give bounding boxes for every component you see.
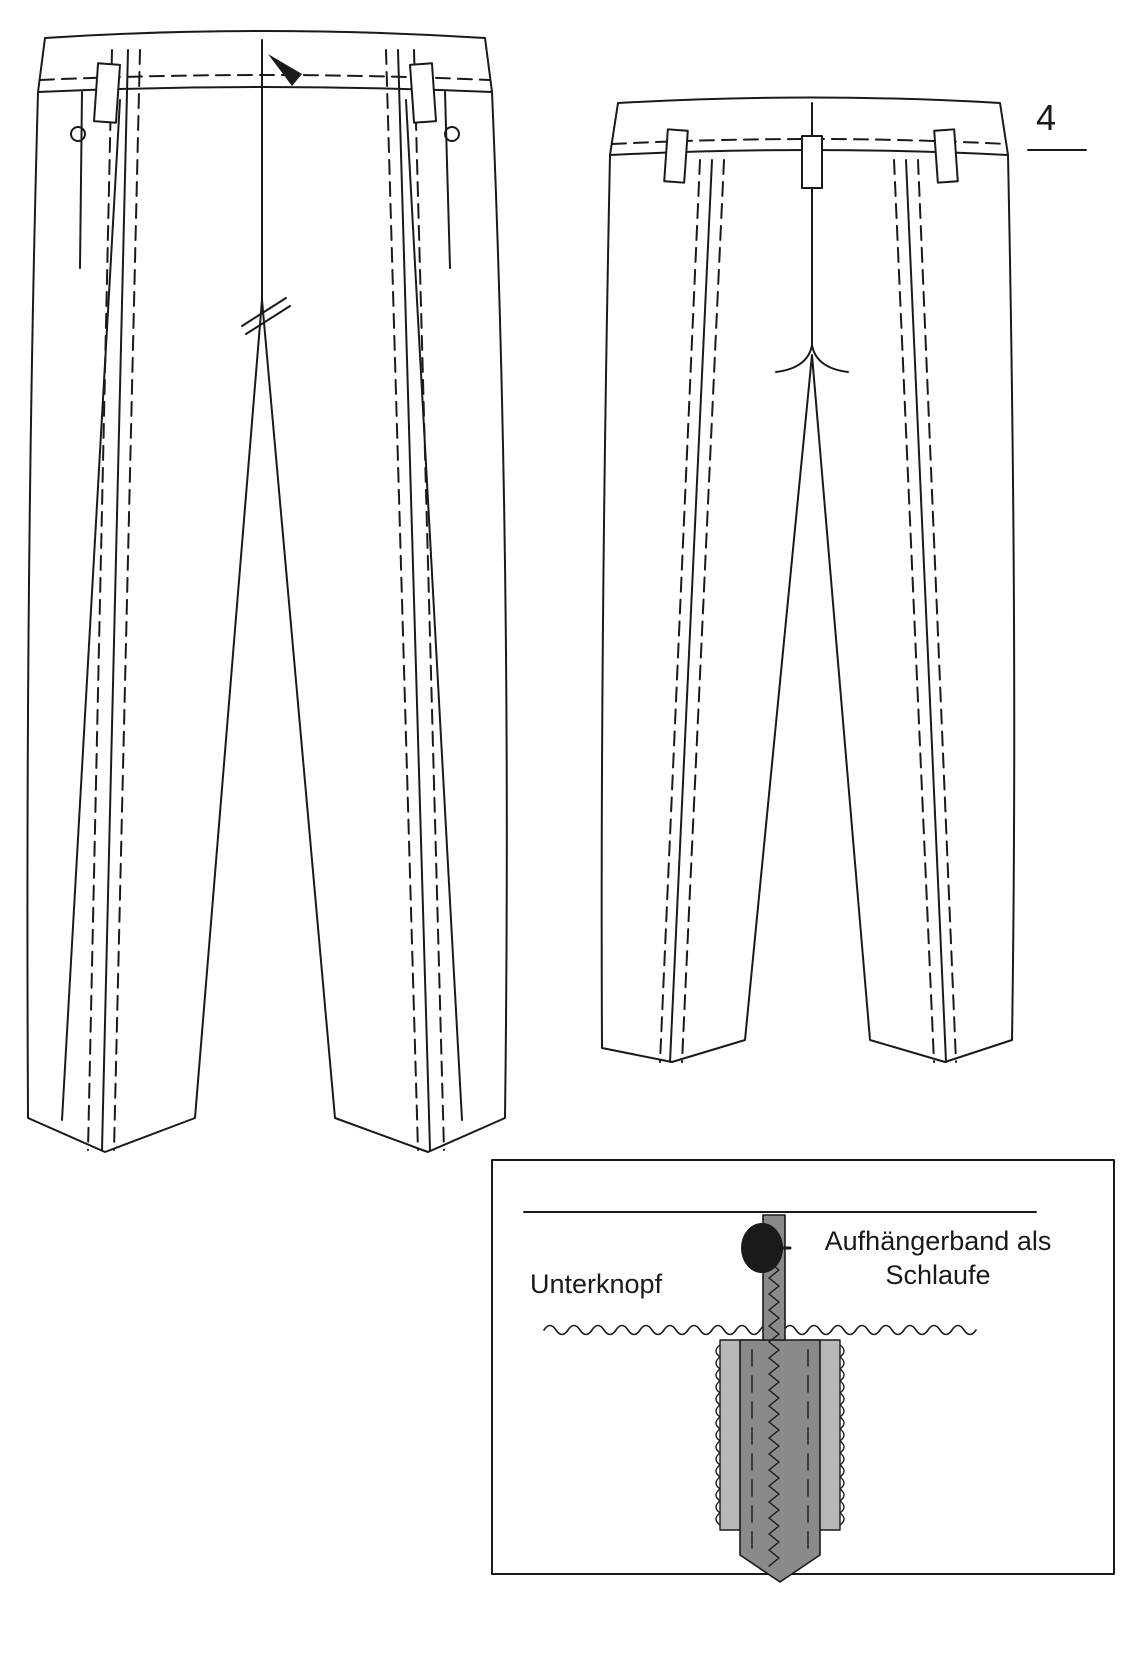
front-crease-right <box>397 49 431 1151</box>
front-pocket-mark-left <box>79 91 83 269</box>
front-button-left-icon <box>70 126 86 142</box>
detail-box: Unterknopf Aufhängerband als Schlaufe <box>491 1159 1115 1583</box>
front-belt-loop-right <box>409 62 437 124</box>
front-crease-right-stitch-a <box>385 49 419 1151</box>
detail-seam-strip <box>739 1339 821 1583</box>
front-crease-right-stitch-b <box>413 49 445 1151</box>
front-crease-left-stitch-b <box>87 49 113 1151</box>
back-outline <box>600 154 1016 1063</box>
front-belt-loop-left <box>93 62 121 124</box>
back-belt-loop-right <box>933 128 959 184</box>
detail-label-loop-line2: Schlaufe <box>885 1260 990 1290</box>
front-pocket-mark-right <box>444 91 451 269</box>
front-crease-left-line-b <box>61 99 121 1121</box>
back-crease-left-stitch <box>681 159 725 1063</box>
detail-zigzag-stitch <box>768 1229 780 1567</box>
detail-label-button: Unterknopf <box>530 1269 663 1299</box>
back-crease-right-stitch-b <box>917 159 957 1063</box>
back-belt-loop-centre <box>801 135 823 189</box>
detail-overlock-right <box>839 1344 845 1526</box>
back-crease-left-stitch-b <box>659 159 701 1063</box>
trousers-front-view <box>26 30 508 1153</box>
front-notch <box>268 54 302 86</box>
detail-overlock-hem <box>543 1324 977 1336</box>
detail-label-loop-line1: Aufhängerband als <box>825 1226 1052 1256</box>
step-number: 4 <box>1036 97 1056 138</box>
back-crease-right <box>905 159 947 1063</box>
back-belt-loop-left <box>663 128 689 184</box>
back-crease-left <box>669 159 713 1063</box>
front-button-right-icon <box>444 126 460 142</box>
back-seat-curve <box>775 344 849 373</box>
front-crease-left-stitch-a <box>113 49 141 1151</box>
back-crease-right-stitch <box>893 159 935 1063</box>
front-crease-left <box>101 49 129 1151</box>
trousers-back-view <box>600 96 1016 1063</box>
detail-overlock-left <box>715 1344 721 1526</box>
front-break-marks <box>241 297 291 335</box>
front-crease-right-line-b <box>405 99 463 1121</box>
